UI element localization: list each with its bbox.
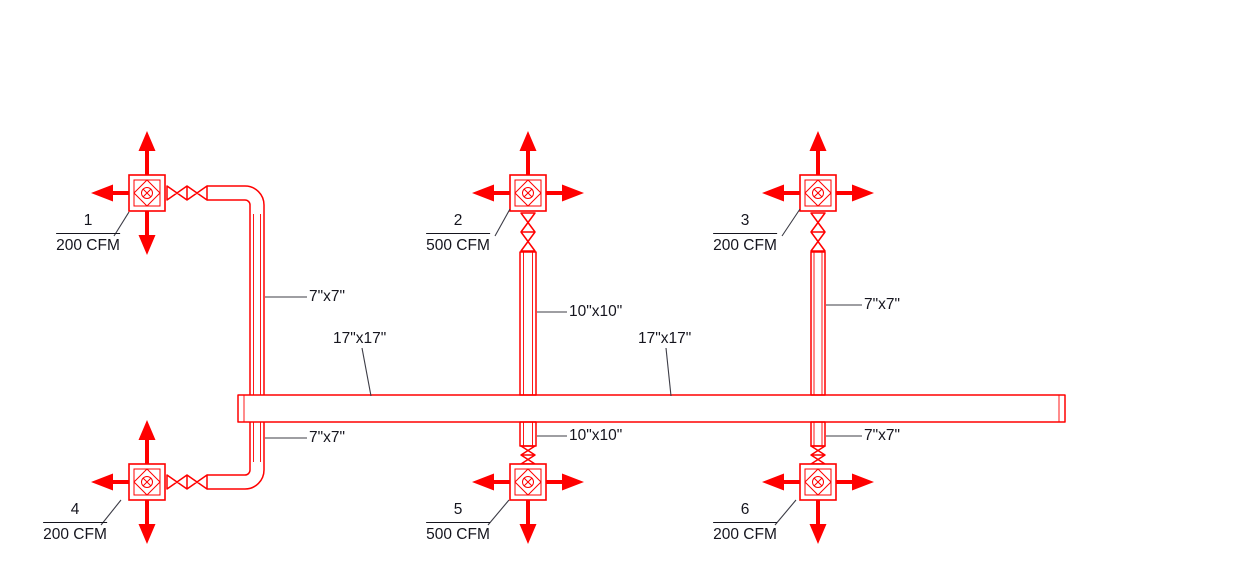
- diffuser-cfm: 200 CFM: [43, 526, 107, 544]
- diffuser-2: [472, 131, 584, 212]
- diffuser-6: [762, 463, 874, 544]
- flex-connector-diffuser-2: [520, 212, 536, 252]
- diffuser-callout-5: 5 500 CFM: [426, 501, 490, 543]
- leader-callout-6: [774, 499, 797, 526]
- airflow-arrow-left-icon: [762, 184, 800, 202]
- leader-callout-2: [494, 208, 511, 237]
- airflow-arrow-right-icon: [546, 184, 584, 202]
- diffuser-number: 6: [713, 501, 777, 524]
- diffuser-number: 1: [56, 212, 120, 235]
- airflow-arrow-left-icon: [91, 184, 129, 202]
- flex-connector-diffuser-1: [166, 185, 208, 201]
- flex-connector-diffuser-5: [520, 445, 536, 465]
- leader-callout-3: [781, 208, 801, 237]
- branch-duct-left: [166, 185, 265, 490]
- diffuser-number: 2: [426, 212, 490, 235]
- leader-callout-5: [487, 499, 510, 526]
- leader-size-main-right: [665, 347, 672, 397]
- duct-size-label-main-left: 17"x17": [333, 330, 387, 347]
- airflow-arrow-right-icon: [836, 184, 874, 202]
- diffuser-callout-2: 2 500 CFM: [426, 212, 490, 254]
- diffuser-callout-3: 3 200 CFM: [713, 212, 777, 254]
- diffuser-square-icon: [509, 174, 547, 212]
- duct-size-label-main-right: 17"x17": [638, 330, 692, 347]
- airflow-arrow-down-icon: [138, 211, 156, 255]
- airflow-arrow-up-icon: [138, 420, 156, 464]
- branch-duct-middle: [519, 212, 537, 465]
- diffuser-number: 4: [43, 501, 107, 524]
- airflow-arrow-right-icon: [546, 473, 584, 491]
- airflow-arrow-left-icon: [472, 473, 510, 491]
- duct-size-label-top-right: 7"x7": [864, 296, 900, 313]
- diffuser-callout-4: 4 200 CFM: [43, 501, 107, 543]
- airflow-arrow-left-icon: [762, 473, 800, 491]
- airflow-arrow-up-icon: [519, 131, 537, 175]
- diffuser-callout-1: 1 200 CFM: [56, 212, 120, 254]
- leader-callout-1: [113, 211, 130, 237]
- diffuser-3: [762, 131, 874, 212]
- leader-callout-4: [100, 499, 122, 526]
- airflow-arrow-down-icon: [809, 500, 827, 544]
- diffuser-square-icon: [799, 174, 837, 212]
- airflow-arrow-down-icon: [519, 500, 537, 544]
- airflow-arrow-left-icon: [472, 184, 510, 202]
- diffuser-number: 5: [426, 501, 490, 524]
- diffuser-cfm: 500 CFM: [426, 526, 490, 544]
- diffuser-callout-6: 6 200 CFM: [713, 501, 777, 543]
- diffuser-cfm: 500 CFM: [426, 237, 490, 255]
- diffuser-cfm: 200 CFM: [56, 237, 120, 255]
- diffuser-square-icon: [509, 463, 547, 501]
- main-duct: [237, 394, 1066, 423]
- diffuser-square-icon: [128, 463, 166, 501]
- leader-lines: [100, 208, 862, 526]
- diffuser-cfm: 200 CFM: [713, 237, 777, 255]
- duct-size-label-bottom-right: 7"x7": [864, 427, 900, 444]
- flex-connector-diffuser-3: [810, 212, 826, 252]
- airflow-arrow-right-icon: [836, 473, 874, 491]
- duct-size-label-top-left: 7"x7": [309, 288, 345, 305]
- flex-connector-diffuser-6: [810, 445, 826, 465]
- diffuser-cfm: 200 CFM: [713, 526, 777, 544]
- duct-size-label-top-mid: 10"x10": [569, 303, 623, 320]
- airflow-arrow-down-icon: [138, 500, 156, 544]
- duct-size-label-bottom-mid: 10"x10": [569, 427, 623, 444]
- airflow-arrow-left-icon: [91, 473, 129, 491]
- diffuser-square-icon: [799, 463, 837, 501]
- airflow-arrow-up-icon: [809, 131, 827, 175]
- flex-connector-diffuser-4: [166, 474, 208, 490]
- airflow-arrow-up-icon: [138, 131, 156, 175]
- diffuser-number: 3: [713, 212, 777, 235]
- leader-size-main-left: [361, 347, 372, 397]
- branch-duct-right: [810, 212, 826, 465]
- duct-size-label-bottom-left: 7"x7": [309, 429, 345, 446]
- diffuser-square-icon: [128, 174, 166, 212]
